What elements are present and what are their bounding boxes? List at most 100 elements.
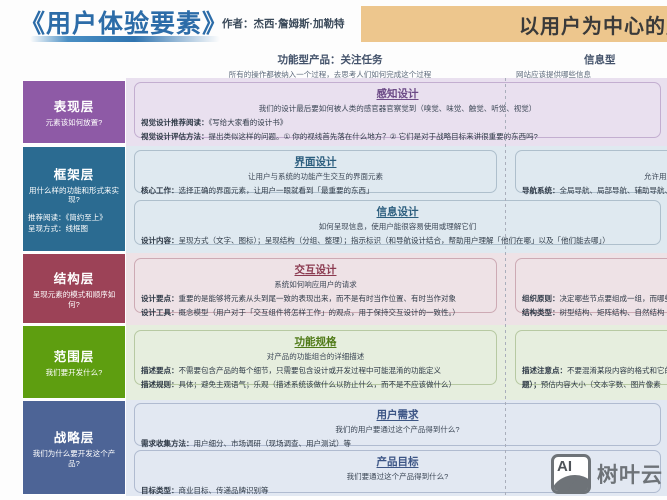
card-detail-label: 设计内容： (141, 236, 179, 245)
layer-question: 呈现元素的模式和顺序如何? (32, 290, 116, 309)
card-detail-text: 全局导航、局部导航、辅助导航、 (559, 186, 667, 195)
mountain-shape-secondary (568, 479, 588, 491)
layer-name: 战略层 (53, 431, 95, 446)
card-detail-line: 视觉设计推荐阅读：《写给大家看的设计书》 (141, 117, 654, 128)
card-detail-line: 描述要点：不需要包含产品的每个细节，只需要包含设计或开发过程中可能混淆的功能定义 (141, 365, 490, 376)
card-title: 信息设计 (376, 206, 419, 218)
layer-name: 范围层 (53, 350, 95, 365)
column-subtitle: 所有的操作都被纳入一个过程，去思考人们如何完成这个过程 (228, 70, 432, 79)
card-functional-specification[interactable]: 功能规格 对产品的功能组合的详细描述 描述要点：不需要包含产品的每个细节，只需要… (134, 330, 497, 389)
column-subtitle: 网站应该提供哪些信息 (516, 70, 591, 79)
card-interface-design[interactable]: 界面设计 让用户与系统的功能产生交互的界面元素 核心工作：选择正确的界面元素，让… (134, 150, 497, 196)
image-placeholder-icon: AI (551, 454, 591, 494)
card-title: 感知设计 (376, 88, 419, 100)
column-header-functional: 功能型产品：关注任务 所有的操作都被纳入一个过程，去思考人们如何完成这个过程 (180, 52, 480, 80)
card-detail-line: 需求收集方法：用户细分、市场调研（现场调查、用户测试）等 (141, 438, 654, 449)
layer-extra-lines: 推荐阅读：《简约至上》 呈现方式：线框图 (28, 212, 107, 235)
watermark-text: 树叶云 (597, 464, 663, 487)
card-subtitle: 我们的设计最后要如何被人类的感官器官察觉到（嗅觉、味觉、触觉、听觉、视觉） (258, 104, 537, 113)
card-detail-line: 结构类型：树型结构、矩阵结构、自然结构 (522, 307, 667, 318)
card-detail-line: 目标类型：商业目标、传递品牌识别等 (141, 485, 654, 496)
card-title: 导航设计 (522, 154, 667, 169)
layer-question: 我们为什么要开发这个产品? (32, 449, 116, 468)
layer-name: 表现层 (53, 100, 95, 115)
author-label: 作者：杰西·詹姆斯·加勒特 (222, 18, 345, 30)
card-detail-line: 题）；预估内容大小（文本字数、图片像素 (522, 379, 667, 390)
card-detail-label: 描述要点： (141, 366, 179, 375)
title-underline-decoration (30, 36, 220, 42)
card-detail-label: 结构类型： (522, 308, 560, 317)
watermark: AI 树叶云 (551, 454, 663, 494)
card-subtitle: 对产品的功能组合的详细描述 (266, 352, 365, 361)
card-detail-text: 重要的是能够将元素从头到尾一致的表现出来，而不是有时当作位置、有时当作对象 (178, 294, 457, 303)
card-detail-label: 设计要点： (141, 294, 179, 303)
card-information-design[interactable]: 信息设计 如何呈现信息，使用户能很容易使用或理解它们 设计内容：呈现方式（文字、… (134, 200, 661, 245)
card-subtitle: 我们要通过这个产品得到什么? (346, 472, 449, 481)
card-detail-label: 导航系统： (522, 186, 560, 195)
card-subtitle: 如何呈现信息，使用户能很容易使用或理解它们 (318, 222, 477, 231)
card-content-requirements[interactable]: 内容需求 对各种内容 描述注意点：不要混淆某段内容的格式和它的 题）；预估内容大… (515, 330, 667, 389)
header-banner: 以用户为中心的产 (361, 6, 667, 42)
page-title: 《用户体验要素》 (20, 10, 229, 38)
card-detail-label: 描述规则： (141, 380, 179, 389)
card-detail-label: 目标类型： (141, 486, 179, 495)
card-user-needs[interactable]: 用户需求 我们的用户要通过这个产品得到什么? 需求收集方法：用户细分、市场调研（… (134, 403, 661, 449)
layer-name: 结构层 (53, 272, 95, 287)
card-title: 功能规格 (294, 336, 337, 348)
card-title: 产品目标 (376, 456, 419, 468)
card-subtitle: 让用户与系统的功能产生交互的界面元素 (248, 172, 383, 181)
layer-question: 我们要开发什么? (45, 368, 103, 378)
card-title: 界面设计 (294, 156, 337, 168)
layer-label-presentation: 表现层 元素该如何放置? (22, 80, 126, 144)
card-title: 信息架构 (522, 262, 667, 277)
layers-grid: 表现层 元素该如何放置? 框架层 用什么样的功能和形式来实现? 推荐阅读：《简约… (0, 78, 667, 500)
card-detail-line: 核心工作：选择正确的界面元素，让用户一眼就看到「最重要的东西」 (141, 185, 490, 196)
card-detail-line: 导航系统：全局导航、局部导航、辅助导航、 (522, 185, 667, 196)
banner-title: 以用户为中心的产 (519, 15, 667, 38)
column-title: 功能型产品：关注任务 (277, 54, 383, 66)
card-sensory-design[interactable]: 感知设计 我们的设计最后要如何被人类的感官器官察觉到（嗅觉、味觉、触觉、听觉、视… (134, 82, 661, 141)
layer-extra-line: 推荐阅读：《简约至上》 (28, 212, 107, 222)
layer-question: 元素该如何放置? (45, 118, 103, 128)
layer-label-skeleton: 框架层 用什么样的功能和形式来实现? 推荐阅读：《简约至上》 呈现方式：线框图 (22, 146, 126, 252)
card-subtitle: 对各种内容 (522, 351, 667, 362)
card-detail-line: 设计工具：概念模型（用户对于「交互组件将怎样工作」的观点，用于保持交互设计的一致… (141, 307, 490, 318)
card-detail-label: 组织原则： (522, 294, 560, 303)
card-subtitle: 允许用户在信息架构中穿行，但 (644, 172, 667, 181)
card-detail-text: 提出类似这样的问题。① 你的视线首先落在什么地方？② 它们是对于战略目标来讲很重… (208, 132, 538, 141)
column-title: 信息型 (584, 54, 616, 66)
card-detail-line: 设计要点：重要的是能够将元素从头到尾一致的表现出来，而不是有时当作位置、有时当作… (141, 293, 490, 304)
card-detail-label: 视觉设计评估方法： (141, 132, 209, 141)
column-divider (505, 78, 506, 496)
card-title: 用户需求 (376, 409, 419, 421)
card-detail-text: 具体；避免主观语气；乐观（描述系统该做什么以防止什么，而不是不应该做什么） (178, 380, 457, 389)
card-detail-text: 呈现方式（文字、图标）；呈现结构（分组、整理）；指示标识（和导航设计结合，帮助用… (178, 236, 610, 245)
card-detail-text: 商业目标、传递品牌识别等 (178, 486, 269, 495)
card-subtitle: 系统如何响应用户的请求 (274, 280, 357, 289)
column-header-informational: 信息型 网站应该提供哪些信息 (506, 52, 667, 80)
card-title: 交互设计 (294, 264, 337, 276)
card-detail-label: 设计工具： (141, 308, 179, 317)
card-navigation-design[interactable]: 导航设计 允许用户在信息架构中穿行，但 导航系统：全局导航、局部导航、辅助导航、 (515, 150, 667, 196)
card-detail-text: 《写给大家看的设计书》 (208, 118, 288, 127)
layer-name: 框架层 (53, 167, 95, 182)
card-detail-label: 题）； (522, 380, 541, 389)
layer-question: 用什么样的功能和形式来实现? (29, 185, 119, 205)
watermark-icon-label: AI (557, 458, 572, 475)
card-detail-line: 描述规则：具体；避免主观语气；乐观（描述系统该做什么以防止什么，而不是不应该做什… (141, 379, 490, 390)
card-detail-text: 不需要包含产品的每个细节，只需要包含设计或开发过程中可能混淆的功能定义 (178, 366, 442, 375)
card-detail-text: 决定哪些节点要组成一组，而哪些 (559, 294, 667, 303)
card-detail-line: 描述注意点：不要混淆某段内容的格式和它的 (522, 365, 667, 376)
card-information-architecture[interactable]: 信息架构 合理安排内容 组织原则：决定哪些节点要组成一组，而哪些 结构类型：树型… (515, 258, 667, 317)
card-subtitle: 合理安排内容 (522, 279, 667, 290)
layer-label-strategy: 战略层 我们为什么要开发这个产品? (22, 400, 126, 495)
card-interaction-design[interactable]: 交互设计 系统如何响应用户的请求 设计要点：重要的是能够将元素从头到尾一致的表现… (134, 258, 497, 317)
poster-header: 《用户体验要素》 作者：杰西·詹姆斯·加勒特 以用户为中心的产 (0, 0, 667, 46)
card-detail-label: 描述注意点： (522, 366, 567, 375)
card-detail-label: 视觉设计推荐阅读： (141, 118, 209, 127)
card-title: 内容需求 (522, 334, 667, 349)
card-subtitle: 我们的用户要通过这个产品得到什么? (335, 425, 460, 434)
layer-extra-line: 呈现方式：线框图 (28, 223, 88, 233)
card-detail-label: 核心工作： (141, 186, 179, 195)
